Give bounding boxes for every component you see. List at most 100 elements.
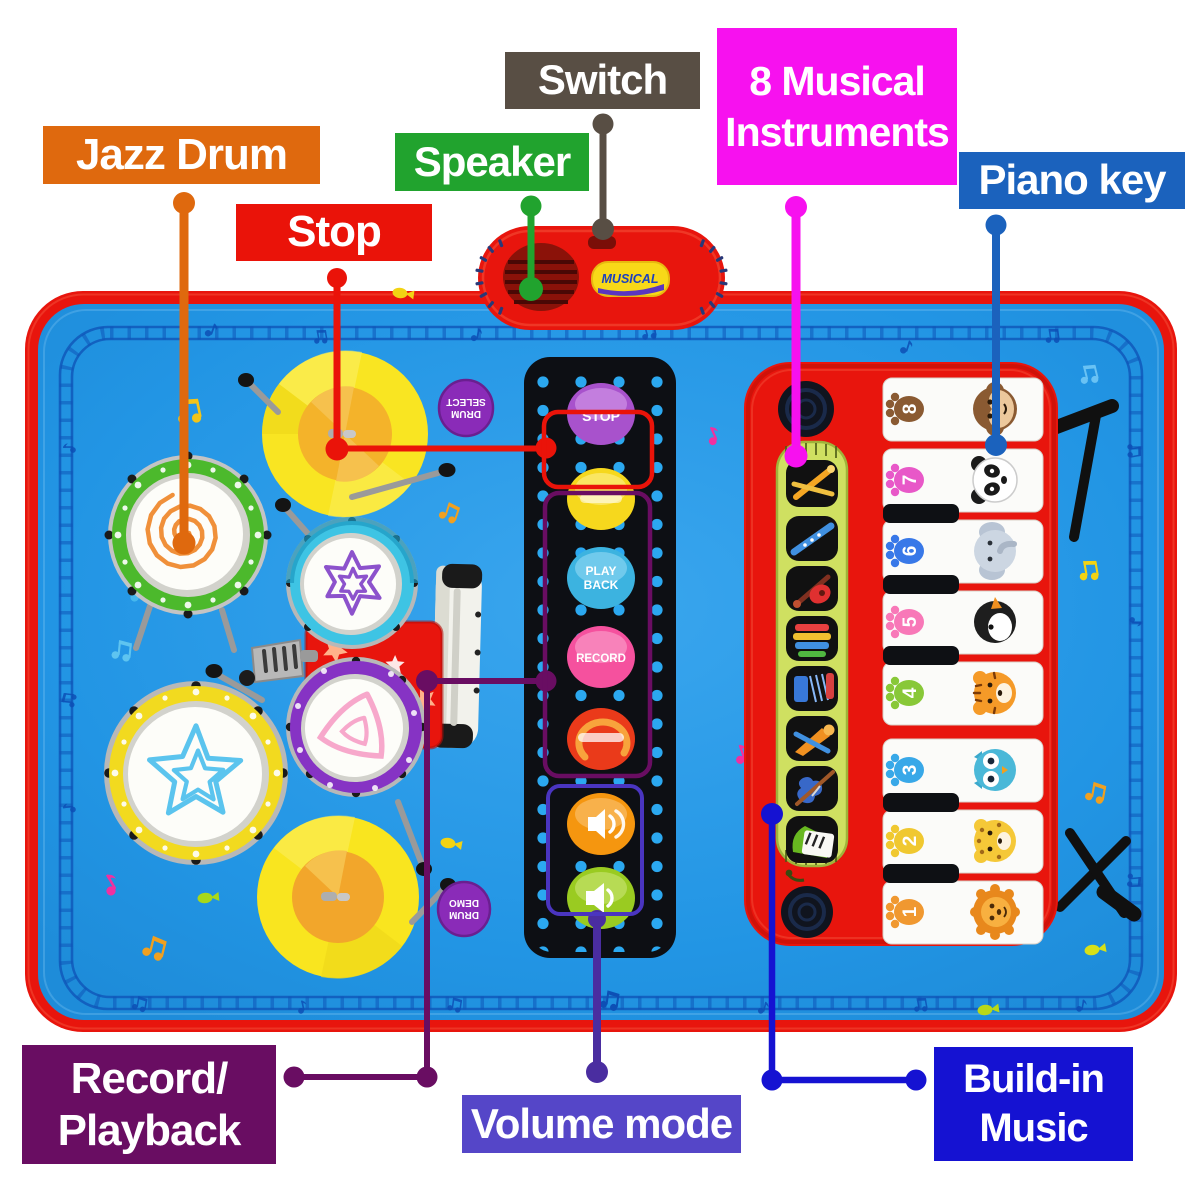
piano-keys: 8 7 (882, 377, 1044, 945)
paw-3: 3 (885, 753, 924, 787)
label-volume-mode-text: Volume mode (470, 1099, 733, 1147)
instrument-tiles (786, 460, 838, 863)
instrument-strip (775, 440, 849, 882)
piano-key-7: 7 (882, 448, 1044, 513)
label-speaker: Speaker (395, 133, 589, 191)
megaphone-icon (586, 883, 614, 913)
drum-purple (285, 656, 427, 798)
callout-line-instruments (784, 196, 808, 468)
paw-4: 4 (885, 676, 924, 710)
piano-speaker-hole-bottom (781, 886, 833, 938)
drum-teal-doodle (324, 550, 382, 616)
svg-text:4: 4 (900, 687, 921, 698)
cymbal-bottom (257, 815, 419, 979)
button-volume-up (567, 793, 635, 855)
callout-line-stop (325, 268, 655, 490)
piano-key-3: 3 (882, 738, 1044, 803)
animal-panda-icon (971, 456, 1018, 504)
callout-line-jazz-drum (172, 192, 196, 555)
drum-green-dots (114, 461, 262, 609)
svg-text:6: 6 (900, 546, 921, 557)
drum-yellow (104, 681, 288, 865)
piano-keyboard: 8 7 (744, 362, 1142, 946)
label-piano-key: Piano key (959, 152, 1185, 209)
drum-demo-badge: DRUMDEMO (436, 880, 492, 938)
svg-text:1: 1 (900, 906, 921, 917)
label-jazz-drum: Jazz Drum (43, 126, 320, 184)
piano-key-2: 2 (882, 809, 1044, 874)
label-build-in-music-text: Build-in Music (963, 1057, 1105, 1150)
svg-text:7: 7 (900, 475, 921, 486)
animal-puffin-icon (974, 597, 1016, 643)
piano-key-8: 8 (882, 377, 1044, 442)
drum-green-lugs (104, 451, 272, 619)
paw-6: 6 (885, 534, 924, 568)
drum-select-badge: DRUMSELECT (437, 378, 495, 438)
icon-guitar (786, 566, 838, 611)
cymbal-top (262, 350, 428, 518)
icon-drumsticks (786, 460, 838, 507)
musical-logo: MUSICAL (591, 261, 670, 297)
drum-yellow-doodle (147, 723, 244, 816)
drum-purple-doodle (316, 691, 385, 759)
label-jazz-drum-text: Jazz Drum (75, 129, 288, 179)
svg-text:2: 2 (900, 836, 921, 847)
svg-text:5: 5 (900, 616, 921, 627)
animal-lion-icon (970, 884, 1020, 940)
svg-text:MUSICAL: MUSICAL (602, 272, 659, 286)
paw-8: 8 (885, 392, 924, 426)
animal-leopard-icon (974, 819, 1016, 863)
label-build-in-music: Build-in Music (934, 1047, 1133, 1161)
button-red (567, 708, 635, 770)
piano-key-4: 4 (882, 661, 1044, 726)
label-switch-text: Switch (537, 56, 668, 104)
piano-key-1: 1 (882, 880, 1044, 945)
label-stop: Stop (236, 204, 432, 261)
piano-key-5: 5 (882, 590, 1044, 655)
label-switch: Switch (505, 52, 700, 109)
icon-violin (786, 766, 838, 811)
callout-line-speaker (519, 195, 543, 301)
animal-owl-icon (974, 749, 1016, 791)
icon-xylophone (786, 616, 838, 661)
icon-trumpet (786, 716, 838, 761)
piano-black-keys (883, 504, 959, 883)
whistle-icon (239, 638, 318, 686)
label-record-playback-text: Record/ Playback (57, 1053, 242, 1155)
label-piano-key-text: Piano key (978, 156, 1166, 204)
svg-text:3: 3 (900, 765, 921, 776)
icon-accordion (786, 666, 838, 711)
svg-text:8: 8 (900, 404, 921, 415)
speaker-icon (588, 809, 626, 839)
power-switch (588, 236, 616, 249)
animal-tiger-icon (972, 671, 1016, 715)
icon-flute (786, 516, 838, 561)
label-8-musical-instruments-text: 8 Musical Instruments (725, 58, 950, 155)
drumsticks (205, 373, 456, 925)
animal-elephant-icon (974, 522, 1017, 580)
piano-key-6: 6 (882, 519, 1044, 584)
paw-7: 7 (885, 463, 924, 497)
callout-line-record-playback (283, 490, 653, 1088)
svg-text:RECORD: RECORD (576, 653, 626, 665)
callout-line-volume-mode (546, 784, 644, 1083)
label-record-playback: Record/ Playback (22, 1045, 276, 1164)
keyboard-stand (1047, 399, 1142, 922)
callout-line-build-in-music (761, 803, 927, 1091)
speaker-vents (475, 239, 728, 315)
svg-text:BACK: BACK (584, 578, 619, 592)
svg-text:PLAY: PLAY (586, 564, 617, 578)
paw-5: 5 (885, 605, 924, 639)
button-record: RECORD (567, 626, 635, 688)
icon-piano (786, 816, 838, 863)
callout-line-switch (592, 113, 614, 240)
callout-line-piano-key (985, 214, 1007, 456)
label-stop-text: Stop (287, 207, 382, 257)
label-speaker-text: Speaker (413, 137, 571, 185)
jazz-drum-set: DRUMSELECT DRUMDEMO (104, 350, 495, 979)
label-volume-mode: Volume mode (462, 1095, 741, 1153)
button-playback: PLAY BACK (567, 547, 635, 609)
